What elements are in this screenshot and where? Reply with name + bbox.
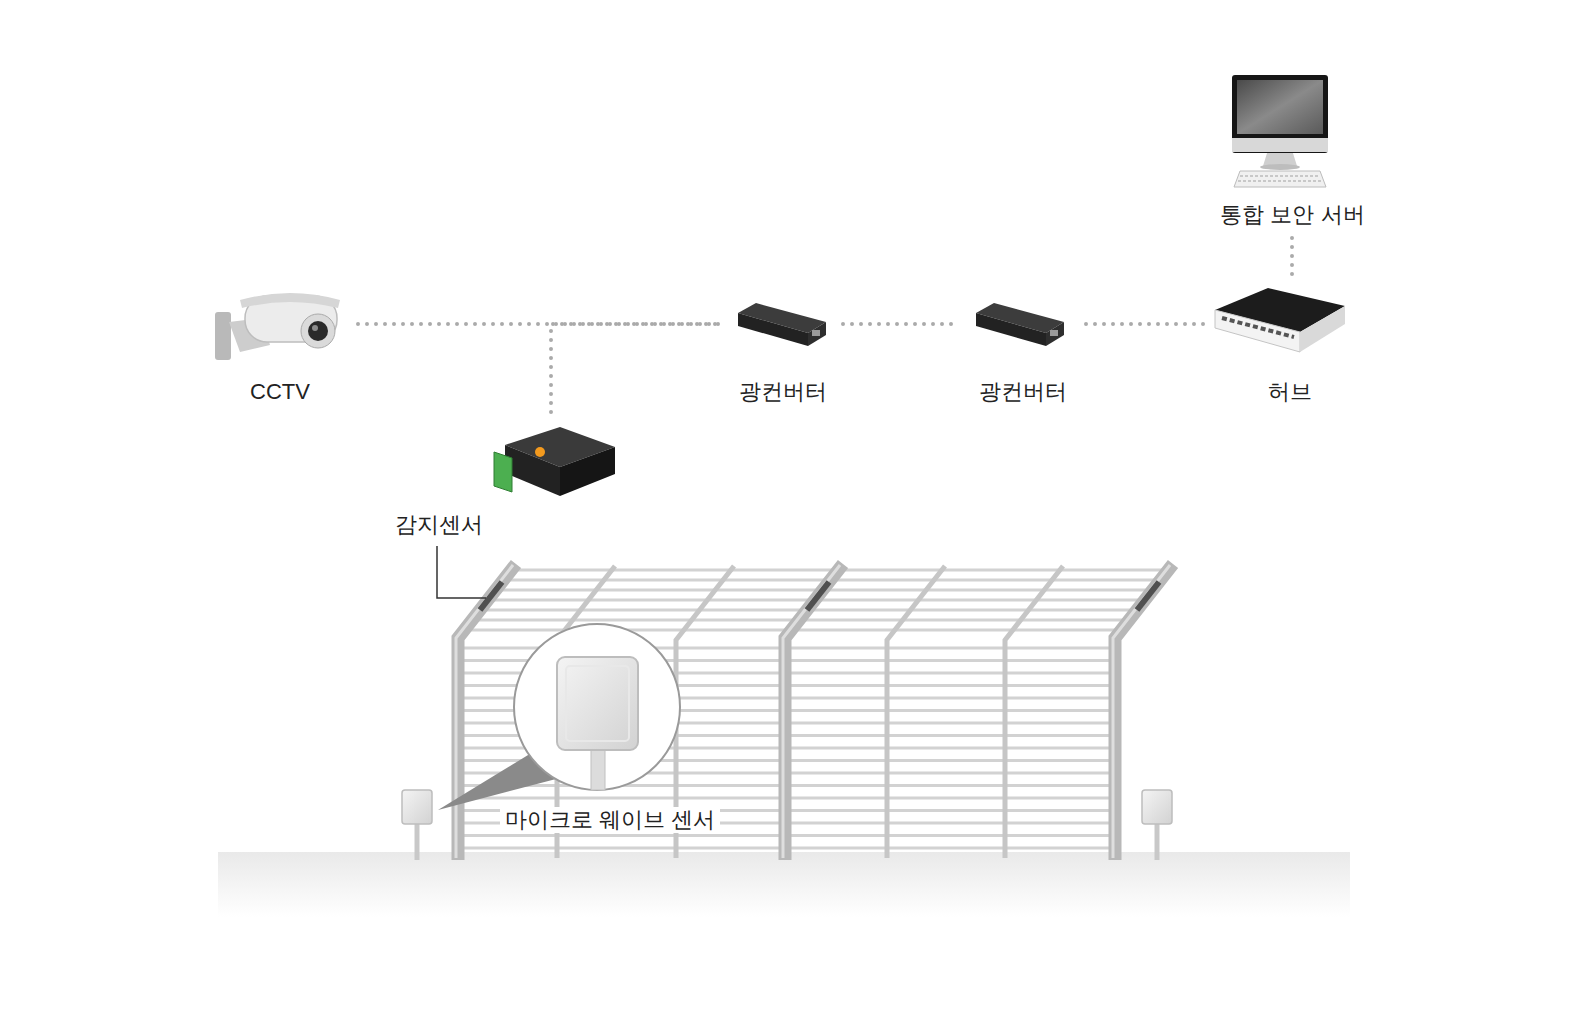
part-label: 마이크로 웨이브 센서 (500, 807, 720, 833)
converter-icon (976, 303, 1064, 346)
server-icon (1237, 80, 1323, 134)
hub-icon (1215, 310, 1300, 352)
device-node: 허브 (1215, 282, 1365, 405)
device-label: 감지센서 (395, 512, 620, 538)
fence (456, 564, 1173, 860)
device-node: 통합 보안 서버 (1205, 66, 1380, 228)
device-label: 통합 보안 서버 (1205, 202, 1380, 228)
dotted-connector (843, 322, 960, 326)
microwave-sensor (1142, 790, 1172, 824)
ground-band (218, 852, 1350, 917)
magnifier-callout (591, 745, 605, 790)
cctv-icon (308, 321, 328, 341)
cctv-icon (301, 314, 335, 348)
magnifier-callout (514, 624, 680, 790)
magnifier-callout (566, 666, 629, 741)
fence (783, 565, 840, 858)
dotted-connector (358, 322, 722, 326)
dotted-connector (1290, 236, 1294, 274)
device-node: 광컨버터 (730, 295, 835, 405)
fence (887, 566, 945, 858)
server-icon (1232, 75, 1328, 187)
sensor-device-icon (494, 452, 512, 492)
fence (480, 582, 502, 610)
microwave-sensor (402, 790, 432, 860)
device-label: 광컨버터 (730, 379, 835, 405)
converter-icon (812, 330, 820, 336)
server-icon (1232, 138, 1328, 152)
device-label: 광컨버터 (968, 379, 1078, 405)
hub-icon (1215, 288, 1345, 352)
cctv-icon (240, 293, 340, 308)
sensor-device-icon (494, 427, 615, 496)
server-icon (1232, 75, 1328, 153)
fence (785, 564, 843, 860)
converter-icon (1050, 330, 1058, 336)
sensor-device-icon (505, 445, 560, 496)
fence (1005, 566, 1063, 858)
fence (1115, 564, 1173, 860)
cctv-icon (312, 325, 318, 331)
hub-icon (1300, 306, 1345, 352)
converter-icon (1046, 322, 1064, 346)
server-icon (1238, 180, 1322, 182)
microwave-sensor (1142, 790, 1172, 860)
device-node: 광컨버터 (968, 295, 1078, 405)
microwave-sensor (1155, 822, 1160, 860)
magnifier-callout (557, 657, 638, 750)
microwave-sensor (402, 790, 432, 824)
converter-icon (738, 313, 808, 346)
device-label: CCTV (210, 379, 350, 405)
server-icon (1234, 171, 1326, 187)
sensor-device-icon (560, 447, 615, 496)
dotted-connector (551, 324, 722, 412)
device-node: 감지센서 (395, 420, 620, 538)
cctv-icon (215, 293, 340, 360)
leader-line (437, 546, 486, 598)
fence (807, 582, 829, 610)
server-icon (1240, 175, 1320, 177)
hub-icon (1222, 318, 1294, 337)
cctv-icon (215, 312, 231, 360)
server-icon (1260, 164, 1300, 170)
magnifier-callout (438, 624, 680, 810)
converter-icon (808, 322, 826, 346)
device-node: CCTV (210, 285, 350, 405)
converter-icon (976, 313, 1046, 346)
dotted-connector (1086, 322, 1207, 326)
device-label: 허브 (1215, 379, 1365, 405)
microwave-sensor (415, 822, 420, 860)
converter-icon (738, 303, 826, 346)
sensor-device-icon (535, 447, 545, 457)
fence (1137, 582, 1159, 610)
